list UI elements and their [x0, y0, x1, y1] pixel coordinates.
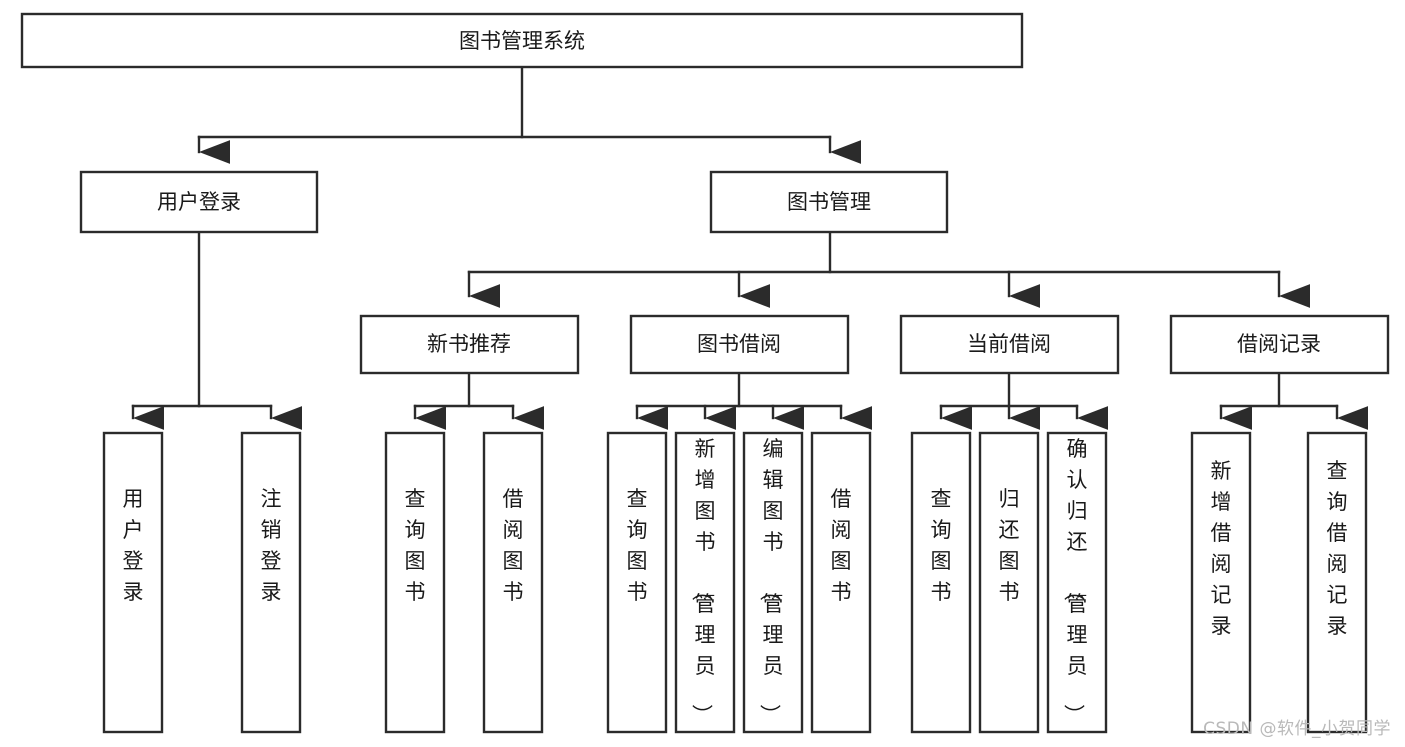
- leaf-node-add-book[interactable]: 新增图书（管理员）: [674, 431, 736, 734]
- book-manage-box[interactable]: [709, 170, 949, 234]
- leaf-logout-login-label: 注销登录: [261, 487, 282, 604]
- node-borrow-record[interactable]: 借阅记录: [1169, 314, 1390, 375]
- leaf-borrow-book-1-box[interactable]: [482, 431, 544, 734]
- book-borrow-label: 图书借阅: [697, 332, 781, 356]
- leaf-node-user-login[interactable]: 用户登录: [102, 431, 164, 734]
- leaf-query-book-1-box[interactable]: [384, 431, 446, 734]
- leaf-node-add-record[interactable]: 新增借阅记录: [1190, 431, 1252, 734]
- borrow-record-label: 借阅记录: [1237, 332, 1321, 356]
- node-book-manage[interactable]: 图书管理: [709, 170, 949, 234]
- leaf-query-book-3-label: 查询图书: [931, 487, 952, 604]
- connector-currentborrow-to-leaves: [939, 371, 1109, 430]
- leaf-node-query-record[interactable]: 查询借阅记录: [1306, 431, 1368, 734]
- current-borrow-box[interactable]: [899, 314, 1120, 375]
- root-label: 图书管理系统: [459, 29, 585, 53]
- node-new-book-recommend[interactable]: 新书推荐: [359, 314, 580, 375]
- current-borrow-label: 当前借阅: [967, 332, 1051, 356]
- borrow-record-box[interactable]: [1169, 314, 1390, 375]
- leaf-add-book-box[interactable]: [674, 431, 736, 734]
- leaf-node-query-book-1[interactable]: 查询图书: [384, 431, 446, 734]
- leaf-node-return-book[interactable]: 归还图书: [978, 431, 1040, 734]
- new-book-recommend-label: 新书推荐: [427, 332, 511, 356]
- node-root-system[interactable]: 图书管理系统: [20, 12, 1024, 69]
- leaf-borrow-book-2-box[interactable]: [810, 431, 872, 734]
- csdn-watermark: CSDN @软件_小贺同学: [1203, 719, 1391, 739]
- leaf-query-book-1-label: 查询图书: [405, 487, 426, 604]
- connector-bookmanage-to-level3: [467, 230, 1311, 308]
- leaf-node-borrow-book-2[interactable]: 借阅图书: [810, 431, 872, 734]
- leaf-confirm-return-label: 确认归还（管理员）: [1062, 437, 1088, 725]
- connector-newbook-to-leaves: [413, 371, 545, 430]
- leaf-return-book-box[interactable]: [978, 431, 1040, 734]
- leaf-node-query-book-3[interactable]: 查询图书: [910, 431, 972, 734]
- user-login-label: 用户登录: [157, 190, 241, 214]
- leaf-query-book-3-box[interactable]: [910, 431, 972, 734]
- leaf-query-record-label: 查询借阅记录: [1327, 459, 1348, 638]
- leaf-add-record-label: 新增借阅记录: [1211, 459, 1232, 638]
- leaf-node-confirm-return[interactable]: 确认归还（管理员）: [1046, 431, 1108, 734]
- connector-root-to-level2: [197, 65, 862, 164]
- leaf-query-record-box[interactable]: [1306, 431, 1368, 734]
- book-manage-label: 图书管理: [787, 190, 871, 214]
- leaf-node-query-book-2[interactable]: 查询图书: [606, 431, 668, 734]
- leaf-user-login-label: 用户登录: [123, 487, 144, 604]
- leaf-return-book-label: 归还图书: [999, 487, 1020, 604]
- new-book-recommend-box[interactable]: [359, 314, 580, 375]
- connector-bookborrow-to-leaves: [635, 371, 873, 430]
- leaf-add-book-label: 新增图书（管理员）: [690, 437, 716, 725]
- leaf-node-borrow-book-1[interactable]: 借阅图书: [482, 431, 544, 734]
- leaf-borrow-book-2-label: 借阅图书: [831, 487, 852, 604]
- leaf-query-book-2-label: 查询图书: [627, 487, 648, 604]
- connector-userlogin-to-leaves: [131, 230, 303, 430]
- book-borrow-box[interactable]: [629, 314, 850, 375]
- node-user-login[interactable]: 用户登录: [79, 170, 319, 234]
- leaf-add-record-box[interactable]: [1190, 431, 1252, 734]
- connector-borrowrecord-to-leaves: [1219, 371, 1369, 430]
- user-login-box[interactable]: [79, 170, 319, 234]
- connector-layer: [131, 65, 1369, 430]
- leaf-edit-book-label: 编辑图书（管理员）: [758, 437, 784, 725]
- leaf-borrow-book-1-label: 借阅图书: [503, 487, 524, 604]
- leaf-node-logout-login[interactable]: 注销登录: [240, 431, 302, 734]
- leaf-logout-login-box[interactable]: [240, 431, 302, 734]
- node-book-borrow[interactable]: 图书借阅: [629, 314, 850, 375]
- node-current-borrow[interactable]: 当前借阅: [899, 314, 1120, 375]
- leaf-confirm-return-box[interactable]: [1046, 431, 1108, 734]
- leaf-node-edit-book[interactable]: 编辑图书（管理员）: [742, 431, 804, 734]
- leaf-user-login-box[interactable]: [102, 431, 164, 734]
- leaf-query-book-2-box[interactable]: [606, 431, 668, 734]
- root-box[interactable]: [20, 12, 1024, 69]
- leaf-edit-book-box[interactable]: [742, 431, 804, 734]
